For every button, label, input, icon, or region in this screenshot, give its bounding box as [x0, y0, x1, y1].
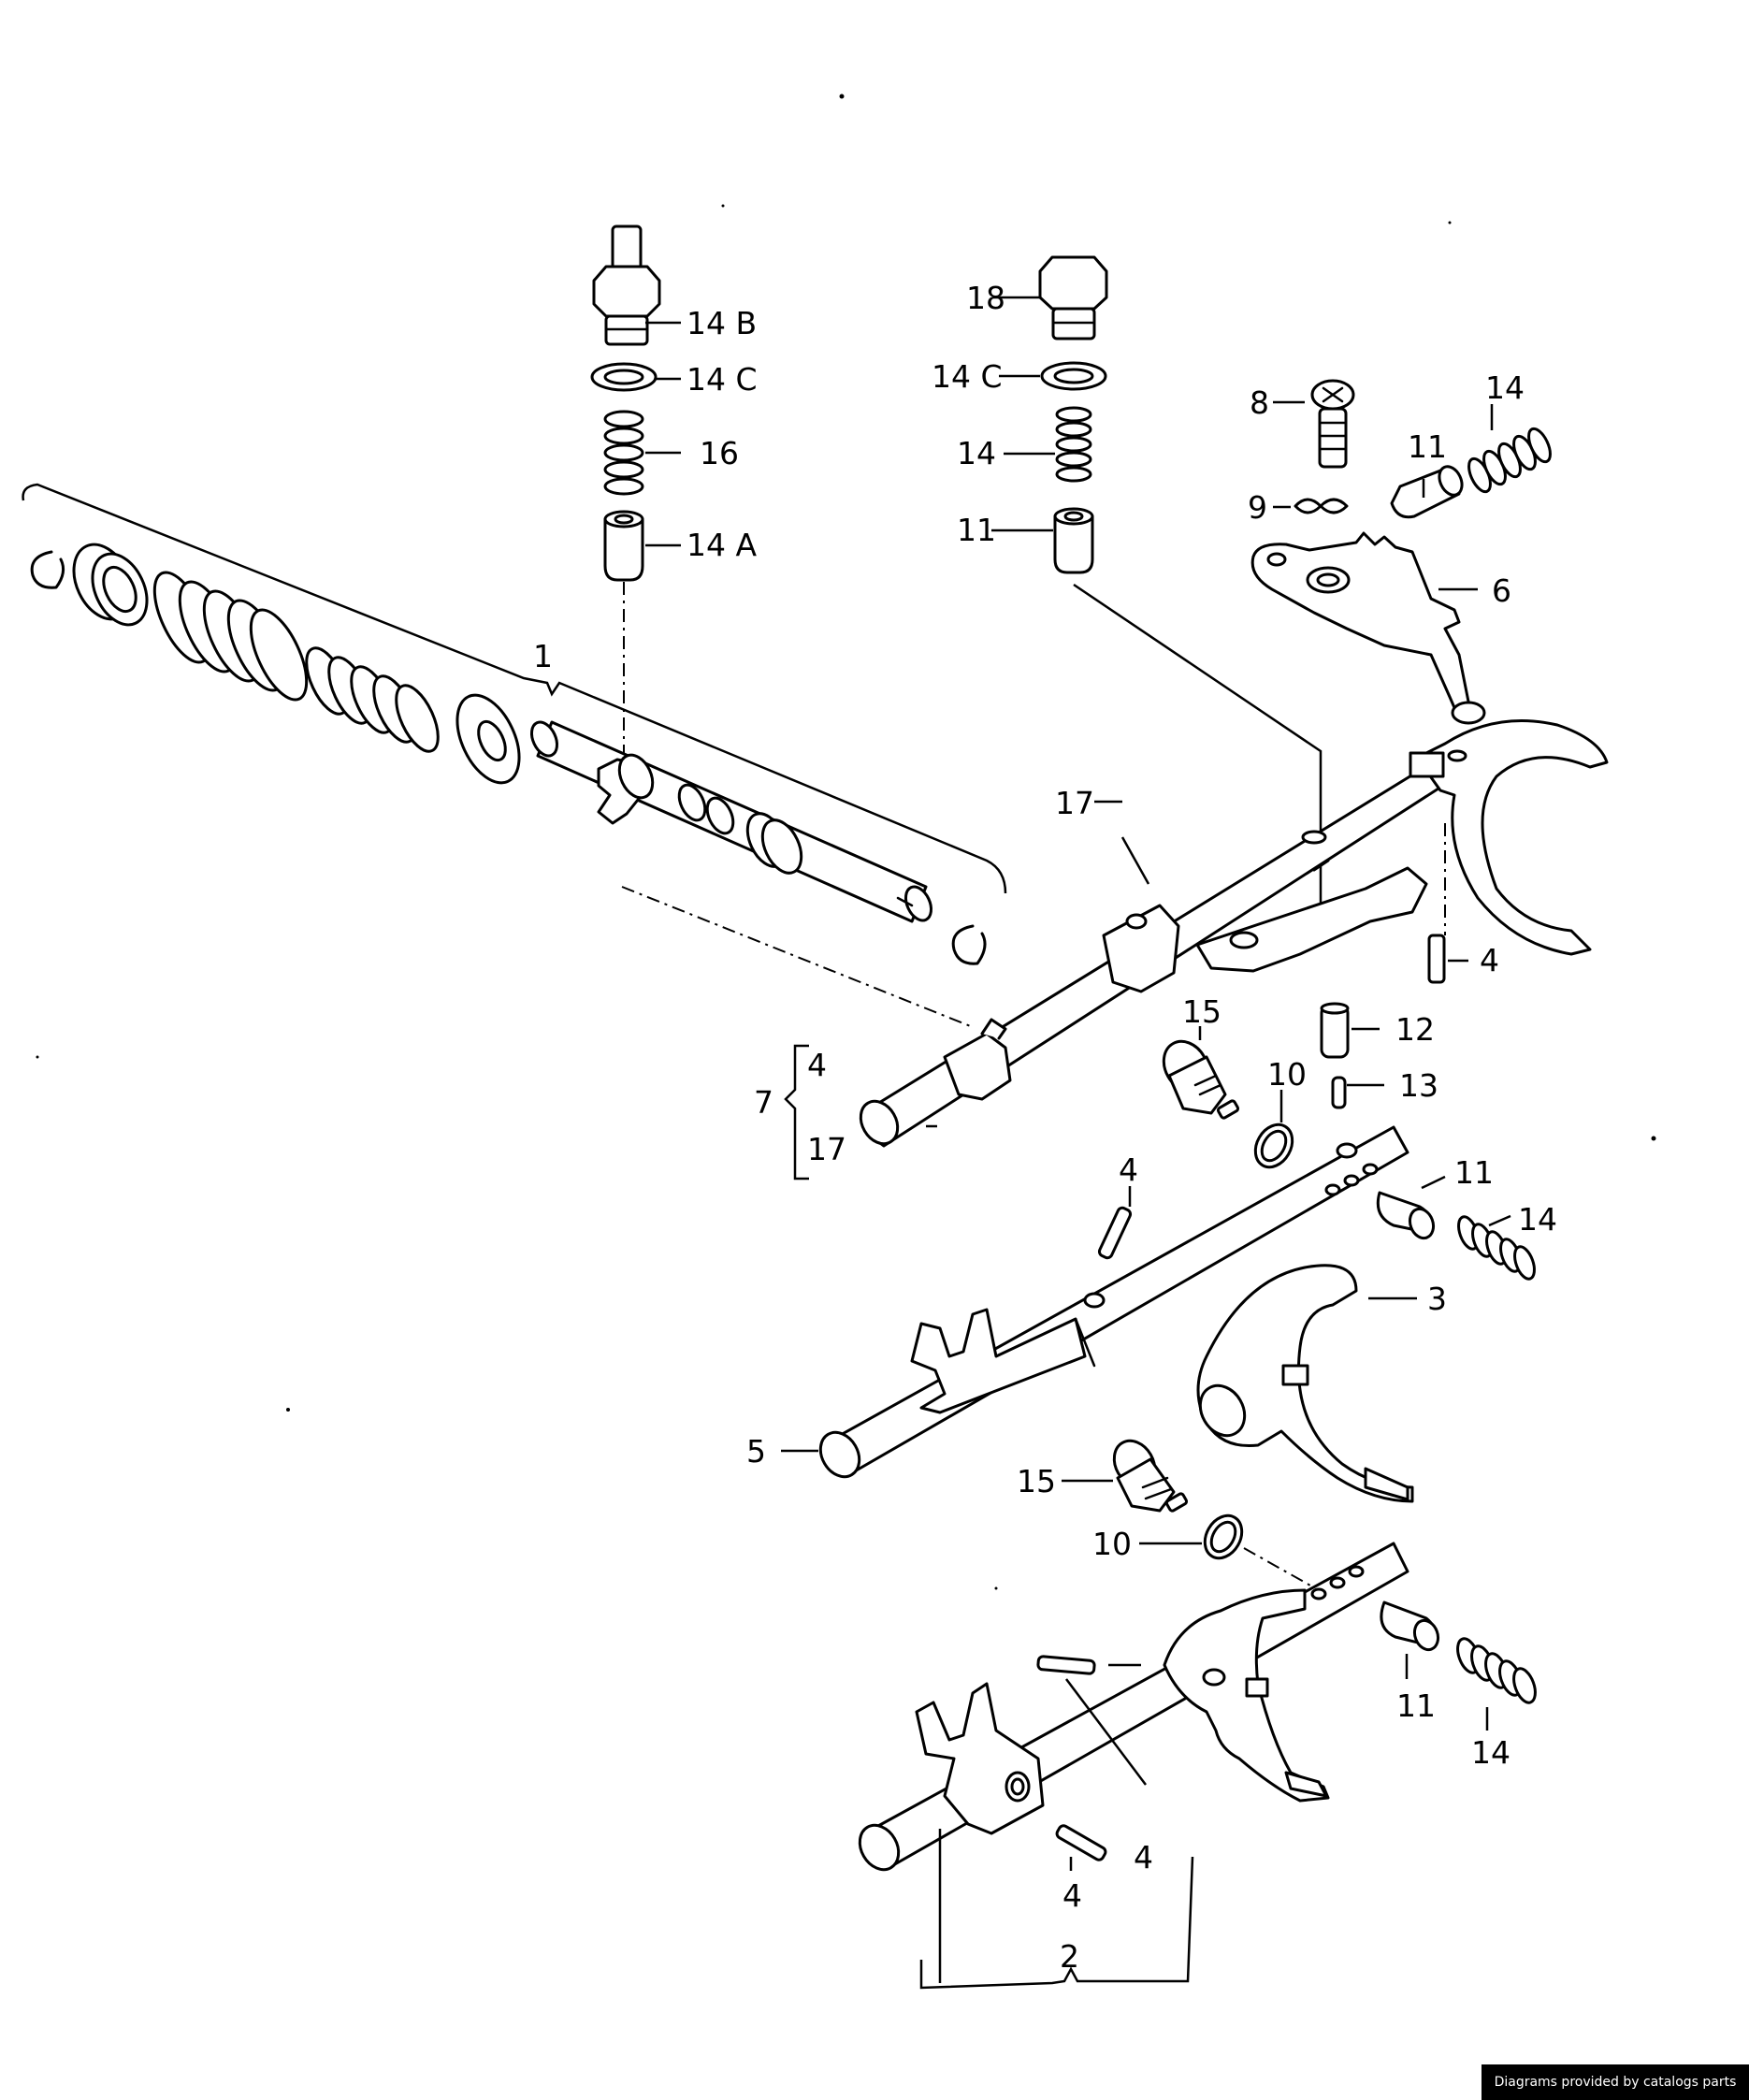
detent-pin-11-lower [1380, 1600, 1440, 1652]
callout-15-upper: 15 [1182, 993, 1221, 1030]
washer-9 [1294, 498, 1349, 514]
circlip-right [951, 924, 987, 965]
callout-7: 7 [754, 1084, 773, 1121]
callout-11-centre: 11 [957, 512, 996, 548]
circlip-left [30, 550, 65, 589]
pin-4-right [1427, 934, 1446, 984]
selector-shaft-2 [858, 1542, 1409, 1872]
callout-labels: 1 14 B 14 C 16 14 A 18 14 C 14 11 8 9 11… [533, 280, 1557, 1975]
callout-11-lower: 11 [1396, 1687, 1436, 1724]
callout-2: 2 [1060, 1938, 1079, 1975]
bracket-7 [784, 1044, 809, 1180]
detent-pin-11-top [1390, 465, 1464, 519]
callout-15-lower: 15 [1017, 1463, 1056, 1499]
callout-14-centre: 14 [957, 435, 996, 471]
callout-5: 5 [746, 1433, 766, 1470]
bracket-2 [919, 1856, 1194, 1990]
credit-banner: Diagrams provided by catalogs parts [1482, 2064, 1749, 2100]
selector-shaft-1 [529, 720, 933, 923]
spring-14-centre [1055, 406, 1092, 483]
callout-10-lower: 10 [1092, 1526, 1132, 1562]
washer-large [455, 693, 521, 785]
bracket-1 [22, 483, 1007, 894]
callout-14c-left: 14 C [687, 361, 758, 398]
screw-8 [1310, 379, 1355, 469]
spring-14-top [1467, 427, 1552, 494]
spring-medium [305, 646, 440, 753]
callout-18: 18 [966, 280, 1005, 316]
callout-8: 8 [1250, 384, 1269, 421]
o-ring-10-lower [1203, 1513, 1244, 1560]
detent-pin-11-centre [1053, 507, 1094, 574]
callout-4-lower-b: 4 [1062, 1877, 1082, 1914]
callout-4-right: 4 [1480, 942, 1499, 978]
pin-13 [1331, 1076, 1347, 1109]
detent-pin-14a [603, 510, 644, 582]
callout-14-top: 14 [1485, 369, 1525, 406]
leader-lines [645, 296, 1511, 1871]
callout-10-upper: 10 [1267, 1056, 1307, 1093]
spring-14-middle [1457, 1215, 1536, 1281]
callout-4-lower-a: 4 [1134, 1839, 1153, 1876]
callout-9: 9 [1248, 489, 1267, 526]
callout-14b: 14 B [687, 305, 757, 341]
shift-fork-lower [1163, 1588, 1330, 1803]
callout-14c-centre: 14 C [932, 358, 1003, 395]
callout-13: 13 [1399, 1067, 1438, 1104]
selector-shaft-5 [818, 1125, 1409, 1479]
callout-17-top: 17 [1055, 785, 1094, 821]
plug-15-upper [1162, 1039, 1240, 1120]
shift-fork-upper [1409, 719, 1609, 956]
callout-7-sub-4: 4 [807, 1047, 827, 1083]
interlock-plate-6 [1250, 531, 1486, 725]
callout-4-middle: 4 [1119, 1151, 1138, 1188]
detent-pin-11-middle [1376, 1191, 1436, 1240]
callout-16: 16 [700, 435, 739, 471]
spring-14-lower [1456, 1637, 1537, 1704]
callout-1: 1 [533, 638, 553, 674]
selector-rod-7 [859, 756, 1456, 1148]
callout-7-sub-17: 17 [807, 1131, 846, 1167]
plug-18 [1038, 255, 1108, 340]
pin-12 [1320, 1002, 1350, 1059]
pin-4-lower-b [1055, 1824, 1107, 1861]
seal-ring-14c-centre [1040, 361, 1107, 391]
shift-fork-3 [1196, 1264, 1414, 1503]
spring-16 [603, 410, 644, 496]
bushing [72, 543, 149, 627]
spring-large [152, 571, 309, 702]
callout-14a: 14 A [687, 527, 757, 563]
callout-14-lower: 14 [1471, 1734, 1510, 1771]
detent-plug-14b [592, 224, 661, 346]
scan-specks [36, 94, 1656, 1590]
seal-ring-14c-left [590, 362, 658, 392]
pin-4-lower-a [1036, 1655, 1096, 1675]
callout-3: 3 [1427, 1281, 1447, 1317]
callout-14-middle: 14 [1518, 1201, 1557, 1238]
callout-12: 12 [1395, 1011, 1435, 1048]
callout-6: 6 [1492, 572, 1511, 609]
o-ring-10-upper [1253, 1122, 1294, 1169]
callout-11-middle: 11 [1454, 1154, 1494, 1191]
plug-15-lower [1112, 1439, 1189, 1513]
pin-4-middle [1097, 1206, 1133, 1260]
callout-11-top: 11 [1408, 428, 1447, 465]
